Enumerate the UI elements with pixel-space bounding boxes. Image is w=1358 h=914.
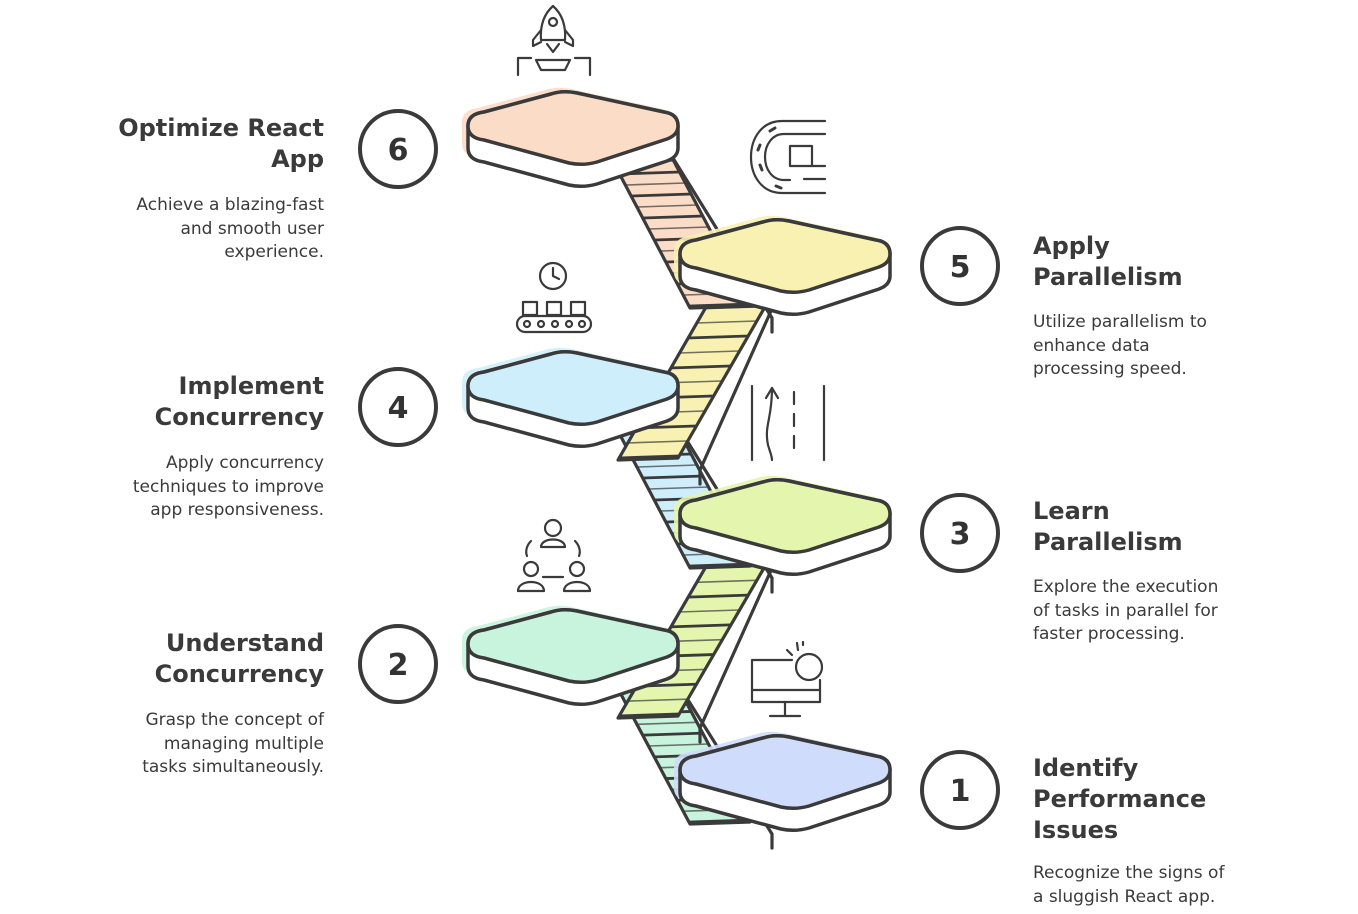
step-badge-3: 3 [920,493,1000,573]
step-description-2: Grasp the concept of managing multiple t… [142,710,324,777]
step-description-1: Recognize the signs of a sluggish React … [1033,863,1225,907]
conveyor-timer-icon [515,261,593,334]
step-badge-4: 4 [358,367,438,447]
step-badges: 1 2 3 4 5 6 [358,109,1000,830]
parallel-lanes-icon [750,384,826,462]
step-title-4: Implement Concurrency [154,372,324,431]
platform-4 [462,347,680,449]
platform-6 [462,87,680,189]
step-title-1: Identify Performance Issues [1033,754,1207,844]
step-description-3: Explore the execution of tasks in parall… [1033,577,1219,644]
platform-3 [674,475,892,577]
step-description-4: Apply concurrency techniques to improve … [132,453,324,520]
step-title-2: Understand Concurrency [154,629,324,688]
team-cycle-icon [516,518,592,593]
step-title-6: Optimize React App [118,114,324,173]
step-number-6: 6 [388,133,409,168]
platform-5 [674,215,892,317]
step-title-5: Apply Parallelism [1033,232,1183,291]
step-badge-5: 5 [920,226,1000,306]
rocket-launch-icon [516,4,592,77]
step-description-5: Utilize parallelism to enhance data proc… [1033,312,1207,379]
step-number-3: 3 [950,517,971,552]
step-number-2: 2 [388,648,409,683]
step-badge-2: 2 [358,624,438,704]
step-title-3: Learn Parallelism [1033,497,1183,556]
platform-2 [462,605,680,707]
platform-1 [674,731,892,833]
step-description-6: Achieve a blazing-fast and smooth user e… [136,195,324,262]
step-badge-6: 6 [358,109,438,189]
monitor-alert-icon [750,640,824,718]
step-number-1: 1 [950,774,971,809]
racetrack-icon [749,119,827,195]
step-number-4: 4 [388,391,409,426]
step-number-5: 5 [950,250,971,285]
step-platforms [462,87,892,833]
step-badge-1: 1 [920,750,1000,830]
